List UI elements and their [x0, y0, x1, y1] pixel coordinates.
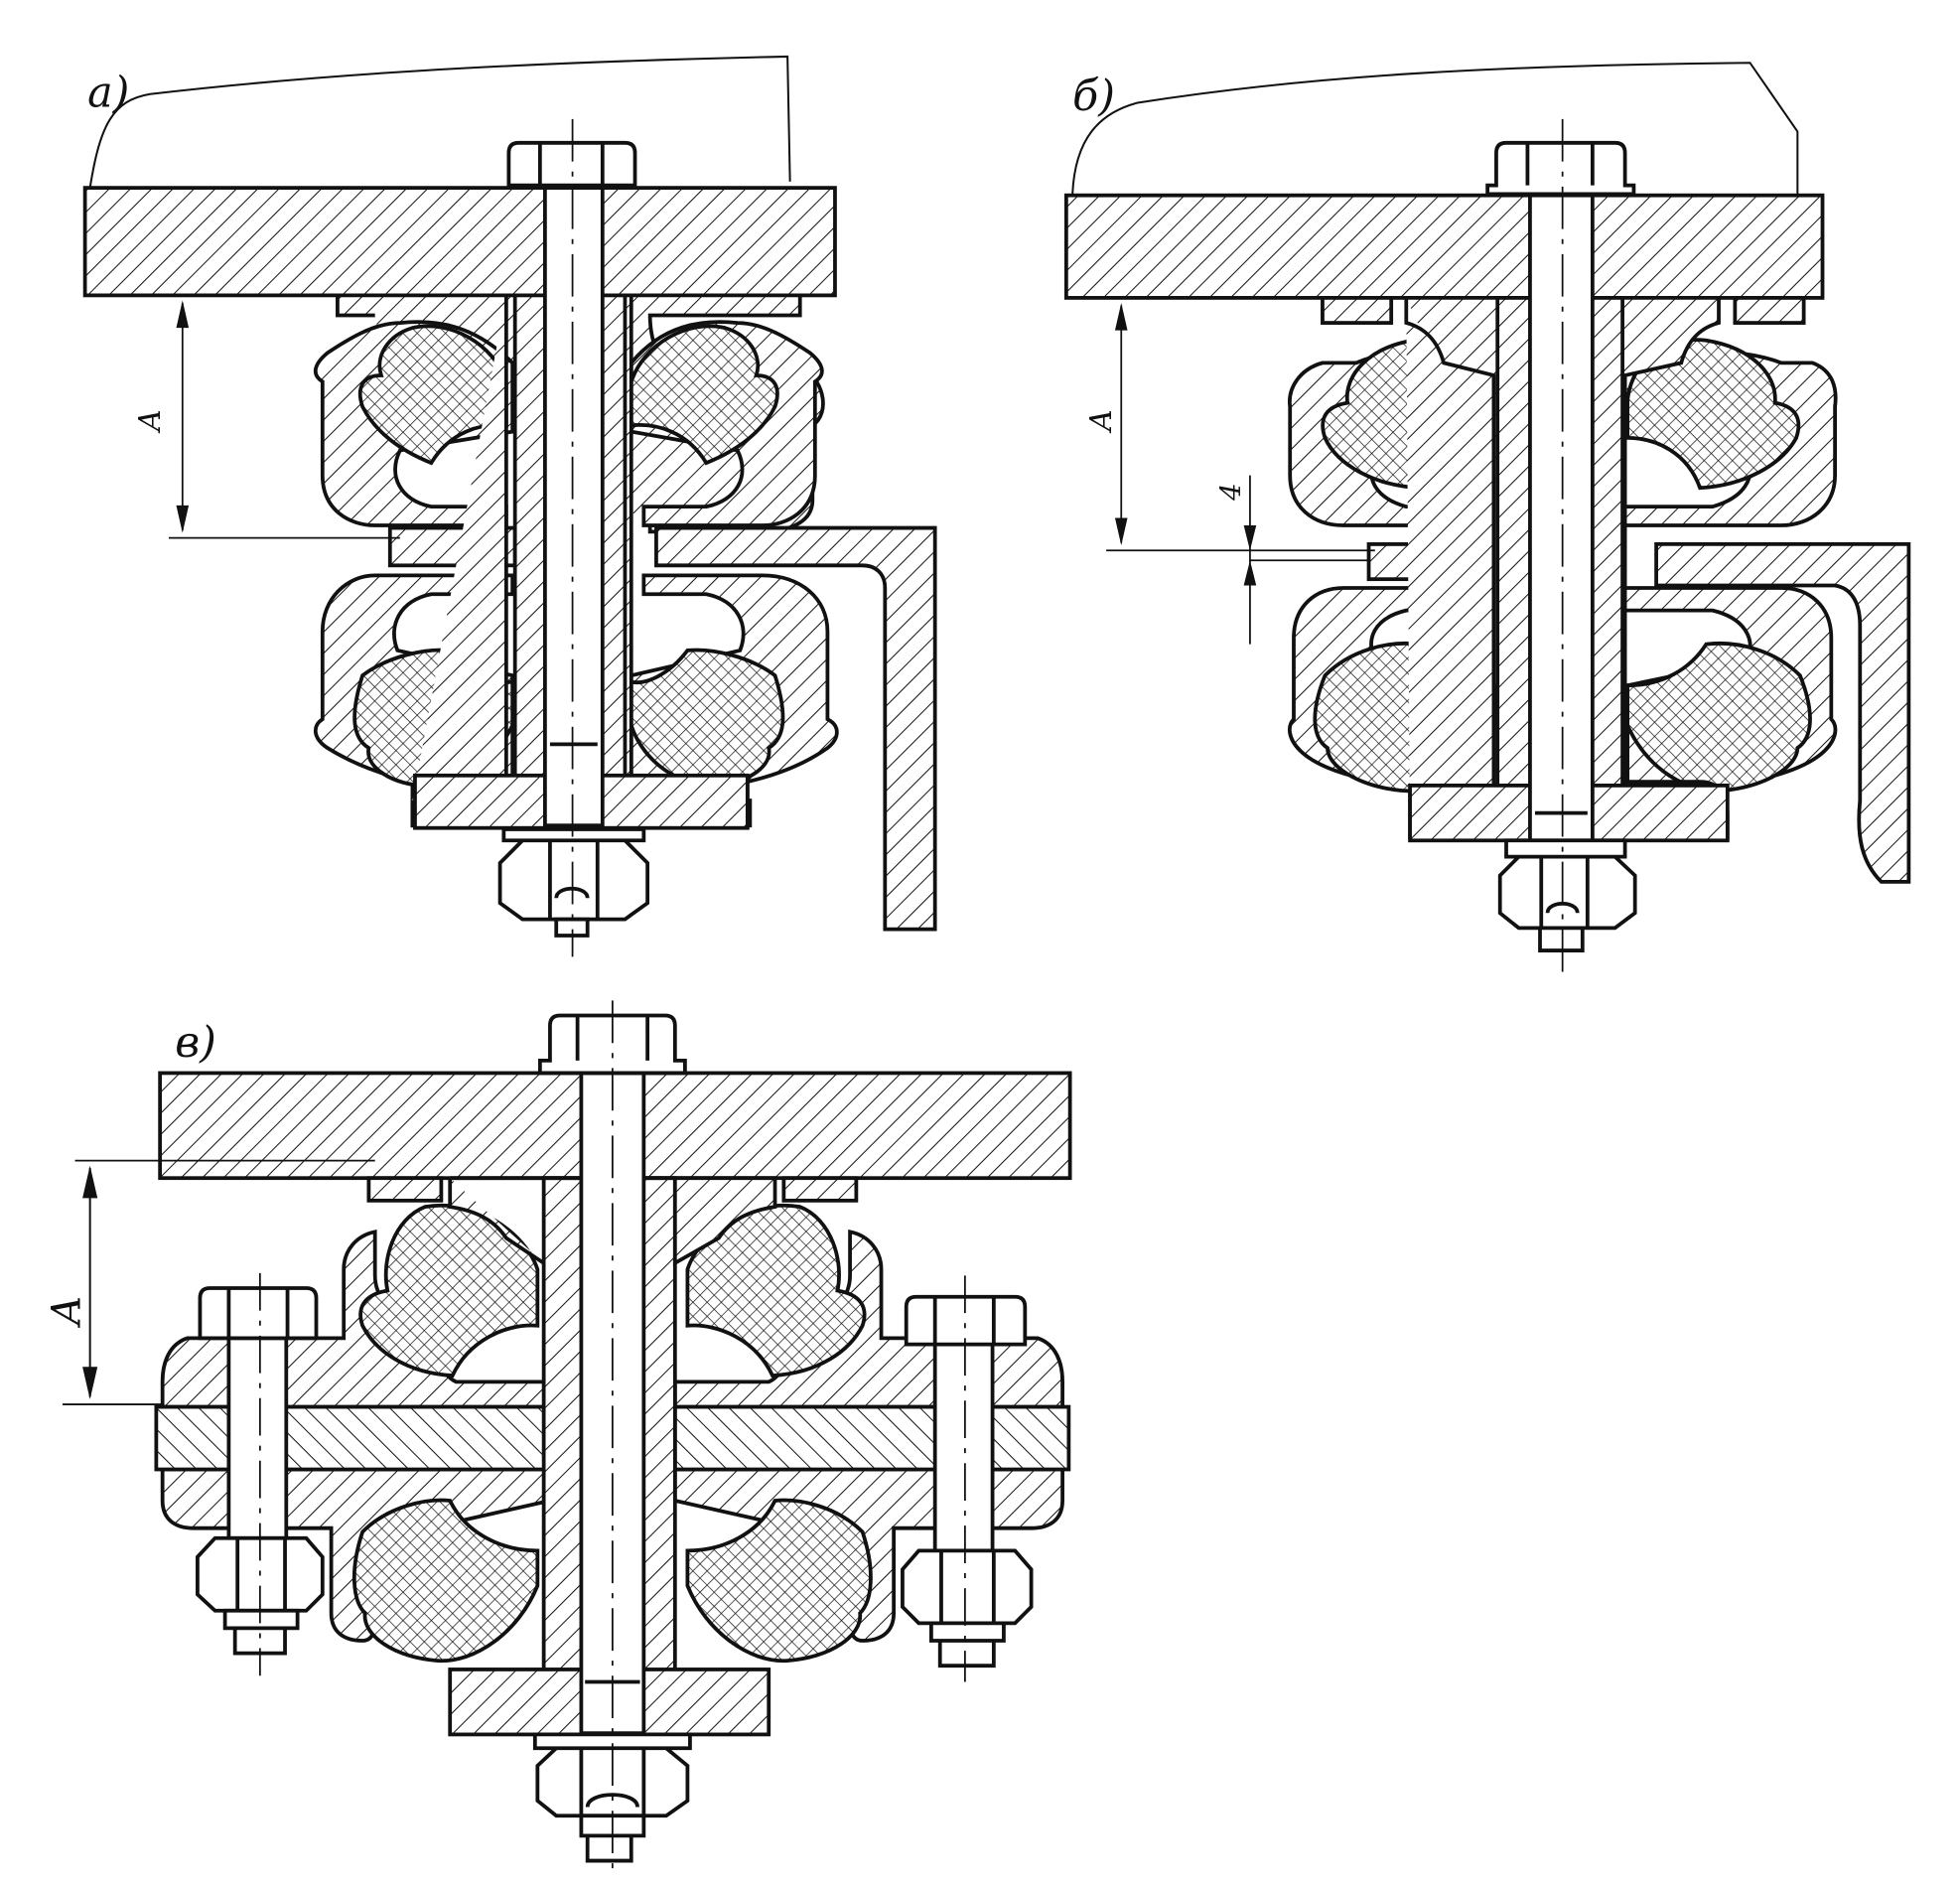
upper-left-rubber — [357, 324, 508, 466]
bracket-plate-right — [672, 1404, 1071, 1472]
bolt-head[interactable] — [537, 1013, 687, 1076]
panel-a: а) А — [82, 55, 937, 957]
lower-right-rubber — [629, 648, 785, 788]
panel-c-dimension-label: А — [45, 1295, 90, 1329]
right-bolt-head[interactable] — [904, 1294, 1028, 1347]
upper-left-rubber — [358, 1203, 540, 1378]
dim-a-arrows — [176, 300, 190, 533]
panel-a-label: а) — [87, 68, 129, 117]
frame-outline — [1071, 62, 1799, 195]
panel-b-label: б) — [1072, 72, 1115, 121]
bracket-plate-left — [154, 1404, 565, 1472]
panel-a-dimension-label: А — [133, 409, 168, 434]
top-plate — [82, 186, 837, 298]
right-bolt-nut[interactable] — [901, 1548, 1034, 1626]
bracket-angle — [1654, 542, 1911, 884]
panel-c-label: в) — [175, 1018, 216, 1068]
lower-right-rubber — [685, 1498, 873, 1664]
hub-flare — [448, 1176, 777, 1267]
panel-b-gap-label: 4 — [1214, 483, 1247, 502]
lower-left-rubber — [352, 1498, 540, 1664]
panel-b: б) А — [1063, 62, 1911, 973]
bolt-head[interactable] — [506, 140, 637, 188]
bolt-nut[interactable] — [1497, 838, 1637, 931]
left-bolt-shank[interactable] — [226, 1336, 289, 1540]
gap-dim-arrows — [1243, 525, 1257, 586]
cotter-pin[interactable] — [1538, 901, 1585, 952]
left-bolt-head[interactable] — [198, 1286, 319, 1341]
panel-b-dimension-label: А — [1084, 409, 1119, 434]
dim-a-arrows — [1114, 302, 1128, 546]
washer-right — [781, 1176, 859, 1203]
top-plate — [1063, 193, 1825, 300]
bolt-shank[interactable] — [543, 186, 605, 828]
right-bolt-shank[interactable] — [932, 1342, 995, 1553]
upper-right-rubber — [1625, 338, 1801, 491]
washer-left — [1321, 296, 1394, 325]
washer-right — [1733, 296, 1806, 325]
panel-c: в) — [45, 1000, 1072, 1876]
right-cotter-pin[interactable] — [929, 1621, 1006, 1668]
bolt-nut[interactable] — [497, 827, 650, 922]
left-cotter-pin[interactable] — [222, 1608, 300, 1656]
bolt-head[interactable] — [1485, 140, 1636, 197]
frame-outline — [88, 55, 791, 189]
upper-right-rubber — [629, 324, 779, 466]
bolt-shank[interactable] — [1528, 193, 1595, 843]
lower-right-rubber — [1625, 642, 1812, 794]
washer-left — [366, 1176, 444, 1203]
bracket-angle — [654, 525, 937, 932]
